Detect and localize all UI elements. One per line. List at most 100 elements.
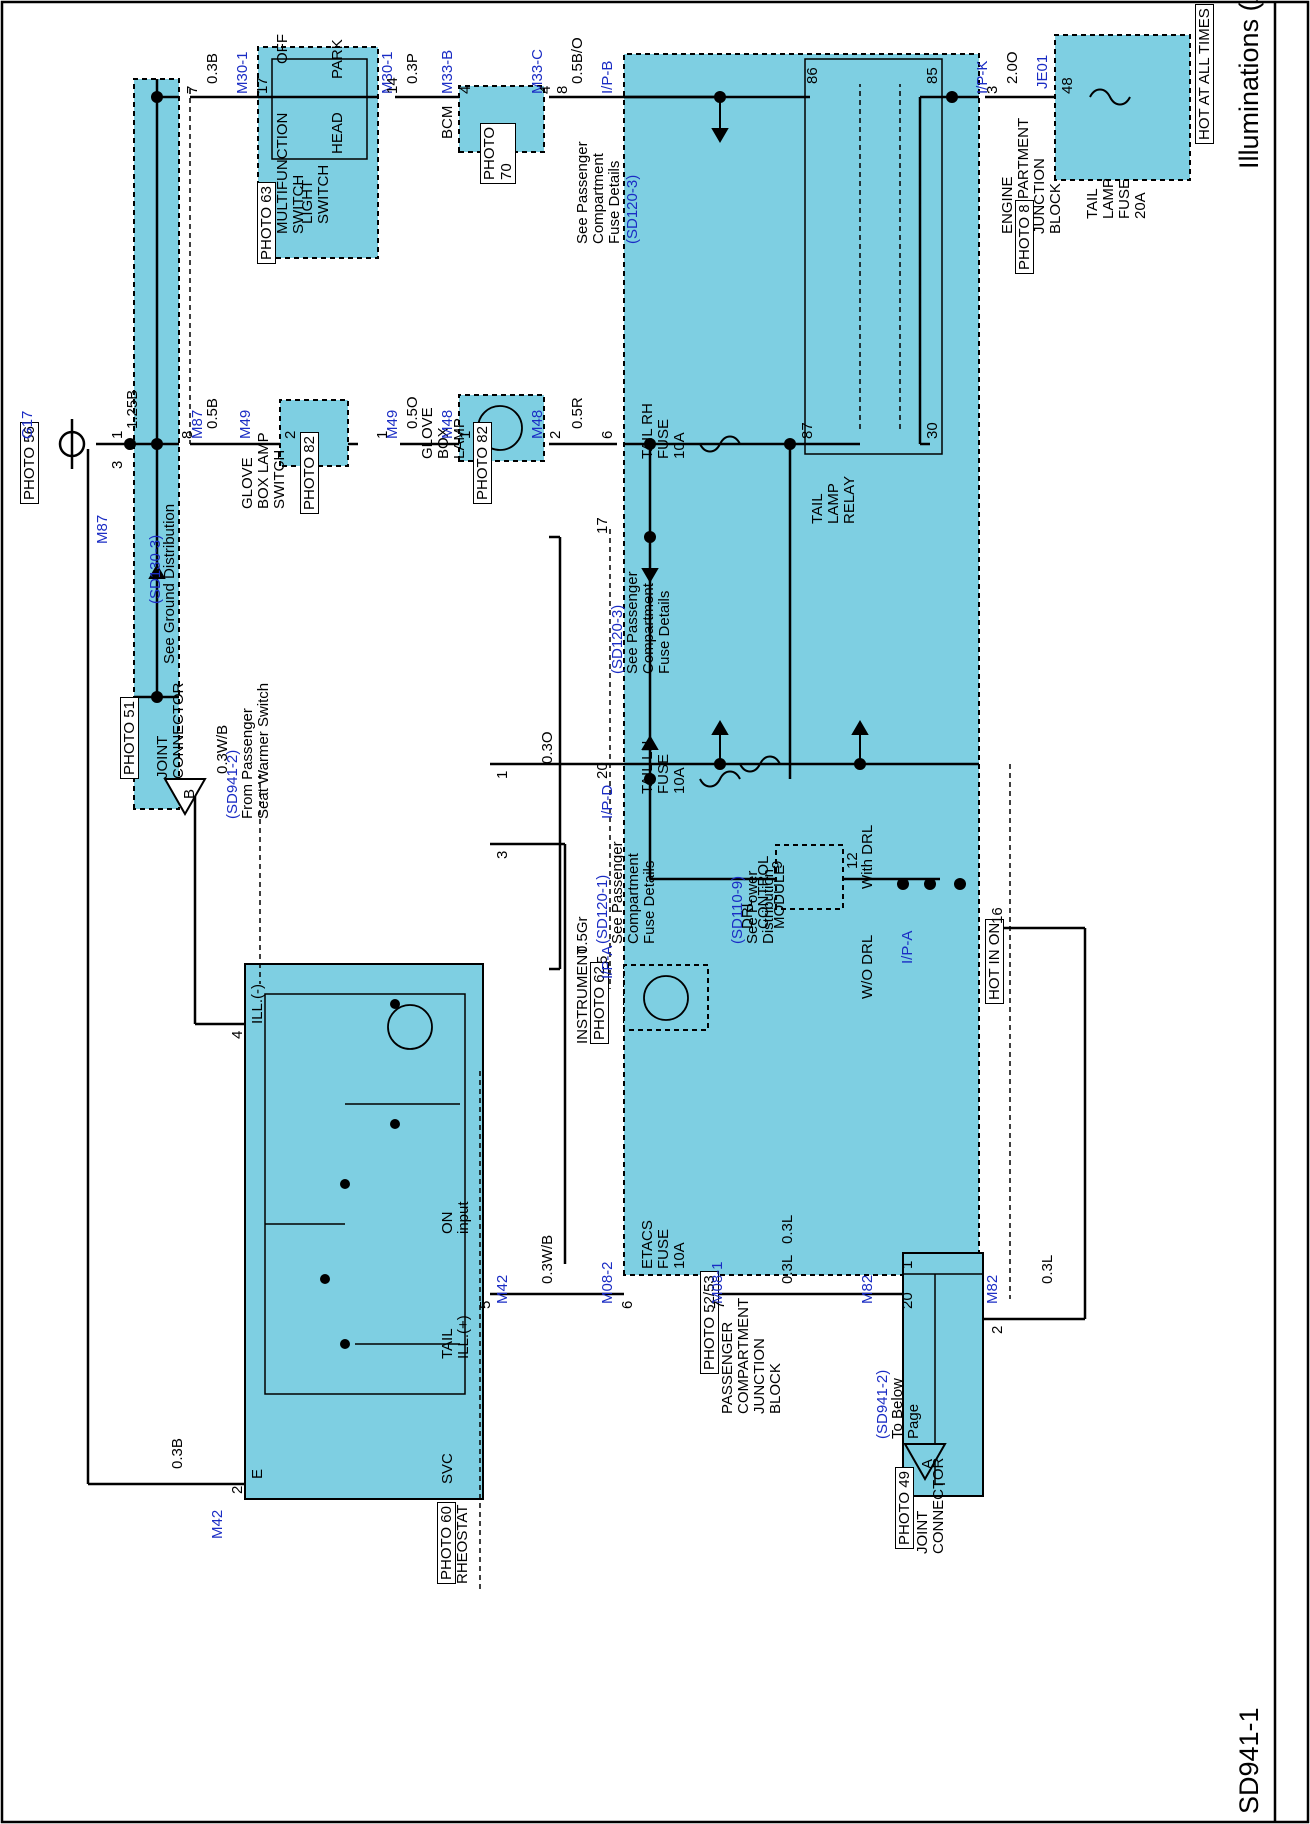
- photo-70: PHOTO 70: [480, 122, 516, 184]
- wire-0-5gr: 0.5Gr: [574, 916, 591, 954]
- connector-m08-2: M08-2: [599, 1261, 616, 1304]
- wire-0-5o: 0.5O: [404, 396, 421, 429]
- wire-0-3l2: 0.3L: [779, 1254, 796, 1284]
- wire-0-3wb1: 0.3W/B: [214, 724, 231, 774]
- wire-0-3b: 0.3B: [204, 53, 221, 84]
- connector-m82a: M82: [859, 1274, 876, 1304]
- wire-0-3l3: 0.3L: [1039, 1254, 1056, 1284]
- ref-sd110-9: (SD110-9): [729, 875, 746, 944]
- ecjb-box: [1054, 34, 1191, 181]
- ground-g17: [58, 419, 86, 469]
- pin-9: 9: [769, 860, 786, 869]
- pin-7: 7: [184, 85, 201, 94]
- rheostat-label: RHEOSTAT: [454, 1504, 471, 1584]
- joint-connector-2-label: JOINT CONNECTOR: [914, 1457, 947, 1554]
- see-fuse-1: See Passenger Compartment Fuse Details: [574, 141, 623, 244]
- pin-86: 86: [804, 67, 821, 84]
- pcjb-box: [623, 53, 980, 1276]
- hot-in-on: HOT IN ON: [985, 918, 1004, 1004]
- pin-12: 12: [844, 852, 861, 869]
- pin-2a: 2: [547, 430, 564, 439]
- pin-14: 14: [384, 77, 401, 94]
- tail-lh-fuse: TAIL LH FUSE 10A: [639, 740, 688, 794]
- connector-m49a: M49: [237, 409, 254, 439]
- rheostat-box: [244, 963, 484, 1500]
- pin-87: 87: [799, 422, 816, 439]
- connector-m30-1a: M30-1: [234, 51, 251, 94]
- head-label: HEAD: [329, 112, 346, 154]
- pin-48: 48: [1059, 77, 1076, 94]
- pin-8b: 8: [179, 430, 196, 439]
- pin-1a: 1: [457, 430, 474, 439]
- pin-16: 16: [989, 907, 1006, 924]
- connector-je01: JE01: [1034, 54, 1051, 89]
- triangle-b: [163, 778, 207, 817]
- pin-5b: 5: [477, 1300, 494, 1309]
- pin-17b: 17: [594, 517, 611, 534]
- tail-lamp-relay: TAIL LAMP RELAY: [809, 475, 858, 524]
- connector-m48a: M48: [439, 409, 456, 439]
- off-label: OFF: [274, 34, 291, 64]
- ref-sd120-3a: (SD120-3): [624, 174, 641, 244]
- see-fuse-3: See Passenger Compartment Fuse Details: [609, 841, 658, 944]
- see-ground: See Ground Distribution: [161, 503, 178, 664]
- pin-1d: 1: [494, 770, 511, 779]
- to-below: To Below Page: [889, 1378, 922, 1439]
- hot-at-all-times: HOT AT ALL TIMES: [1195, 4, 1214, 144]
- park-label: PARK: [329, 39, 346, 79]
- connector-m87b: M87: [94, 514, 111, 544]
- photo-8: PHOTO 8: [1015, 200, 1034, 274]
- connector-m48b: M48: [529, 409, 546, 439]
- see-fuse-2: See Passenger Compartment Fuse Details: [624, 571, 673, 674]
- ref-sd120-3b: (SD120-3): [609, 604, 626, 674]
- from-seat-warmer: From Passenger Seat Warmer Switch: [239, 682, 272, 819]
- pin-1b: 1: [374, 430, 391, 439]
- joint-connector-2-box: [902, 1252, 984, 1497]
- wire-2-0o: 2.0O: [1004, 51, 1021, 84]
- photo-60: PHOTO 60: [437, 1502, 456, 1584]
- wire-0-3b2: 0.3B: [169, 1438, 186, 1469]
- multifunction-switch-box: [257, 46, 379, 259]
- connector-m42b: M42: [209, 1509, 226, 1539]
- pin-2c: 2: [229, 1485, 246, 1494]
- photo-51: PHOTO 51: [120, 697, 139, 779]
- wire-1-25b: 1.25B: [124, 389, 141, 429]
- triangle-b-label: B: [181, 788, 198, 799]
- triangle-a: [903, 1443, 947, 1482]
- pin-3b: 3: [109, 460, 126, 469]
- page-code: SD941-1: [1234, 1707, 1264, 1814]
- photo-49: PHOTO 49: [895, 1467, 914, 1549]
- pin-6: 6: [599, 430, 616, 439]
- connector-ipa1: I/P-A: [899, 930, 916, 964]
- drl-box: [775, 844, 844, 910]
- see-power: See Power Distribution: [744, 868, 777, 944]
- tail-ill-plus: TAIL ILL.(+): [439, 1315, 472, 1359]
- connector-g17: G17: [19, 410, 36, 439]
- svc-label: SVC: [439, 1453, 456, 1484]
- photo-82b: PHOTO 82: [473, 422, 492, 504]
- pin-17: 17: [254, 77, 271, 94]
- pin-1c: 1: [109, 430, 126, 439]
- ill-minus: ILL.(-): [249, 983, 266, 1024]
- e-label: E: [249, 1468, 266, 1479]
- pin-30: 30: [924, 422, 941, 439]
- pin-2b: 2: [282, 430, 299, 439]
- connector-ipd: I/P-D: [599, 784, 616, 819]
- wire-0-5b: 0.5B: [204, 398, 221, 429]
- ref-sd941-2a: (SD941-2): [874, 1369, 891, 1439]
- pin-4a: 4: [537, 85, 554, 94]
- wire-0-3l1: 0.3L: [779, 1214, 796, 1244]
- connector-m33b: M33-B: [439, 49, 456, 94]
- photo-82a: PHOTO 82: [300, 432, 319, 514]
- pin-4c: 4: [229, 1030, 246, 1039]
- pin-3c: 3: [494, 850, 511, 859]
- pin-7b: 7: [711, 1300, 728, 1309]
- wire-0-5bo: 0.5B/O: [569, 37, 586, 84]
- pin-85: 85: [924, 67, 941, 84]
- tail-rh-fuse: TAIL RH FUSE 10A: [639, 403, 688, 459]
- etacs-fuse: ETACS FUSE 10A: [639, 1220, 688, 1269]
- bcm-label: BCM: [439, 105, 456, 139]
- pin-3: 3: [984, 85, 1001, 94]
